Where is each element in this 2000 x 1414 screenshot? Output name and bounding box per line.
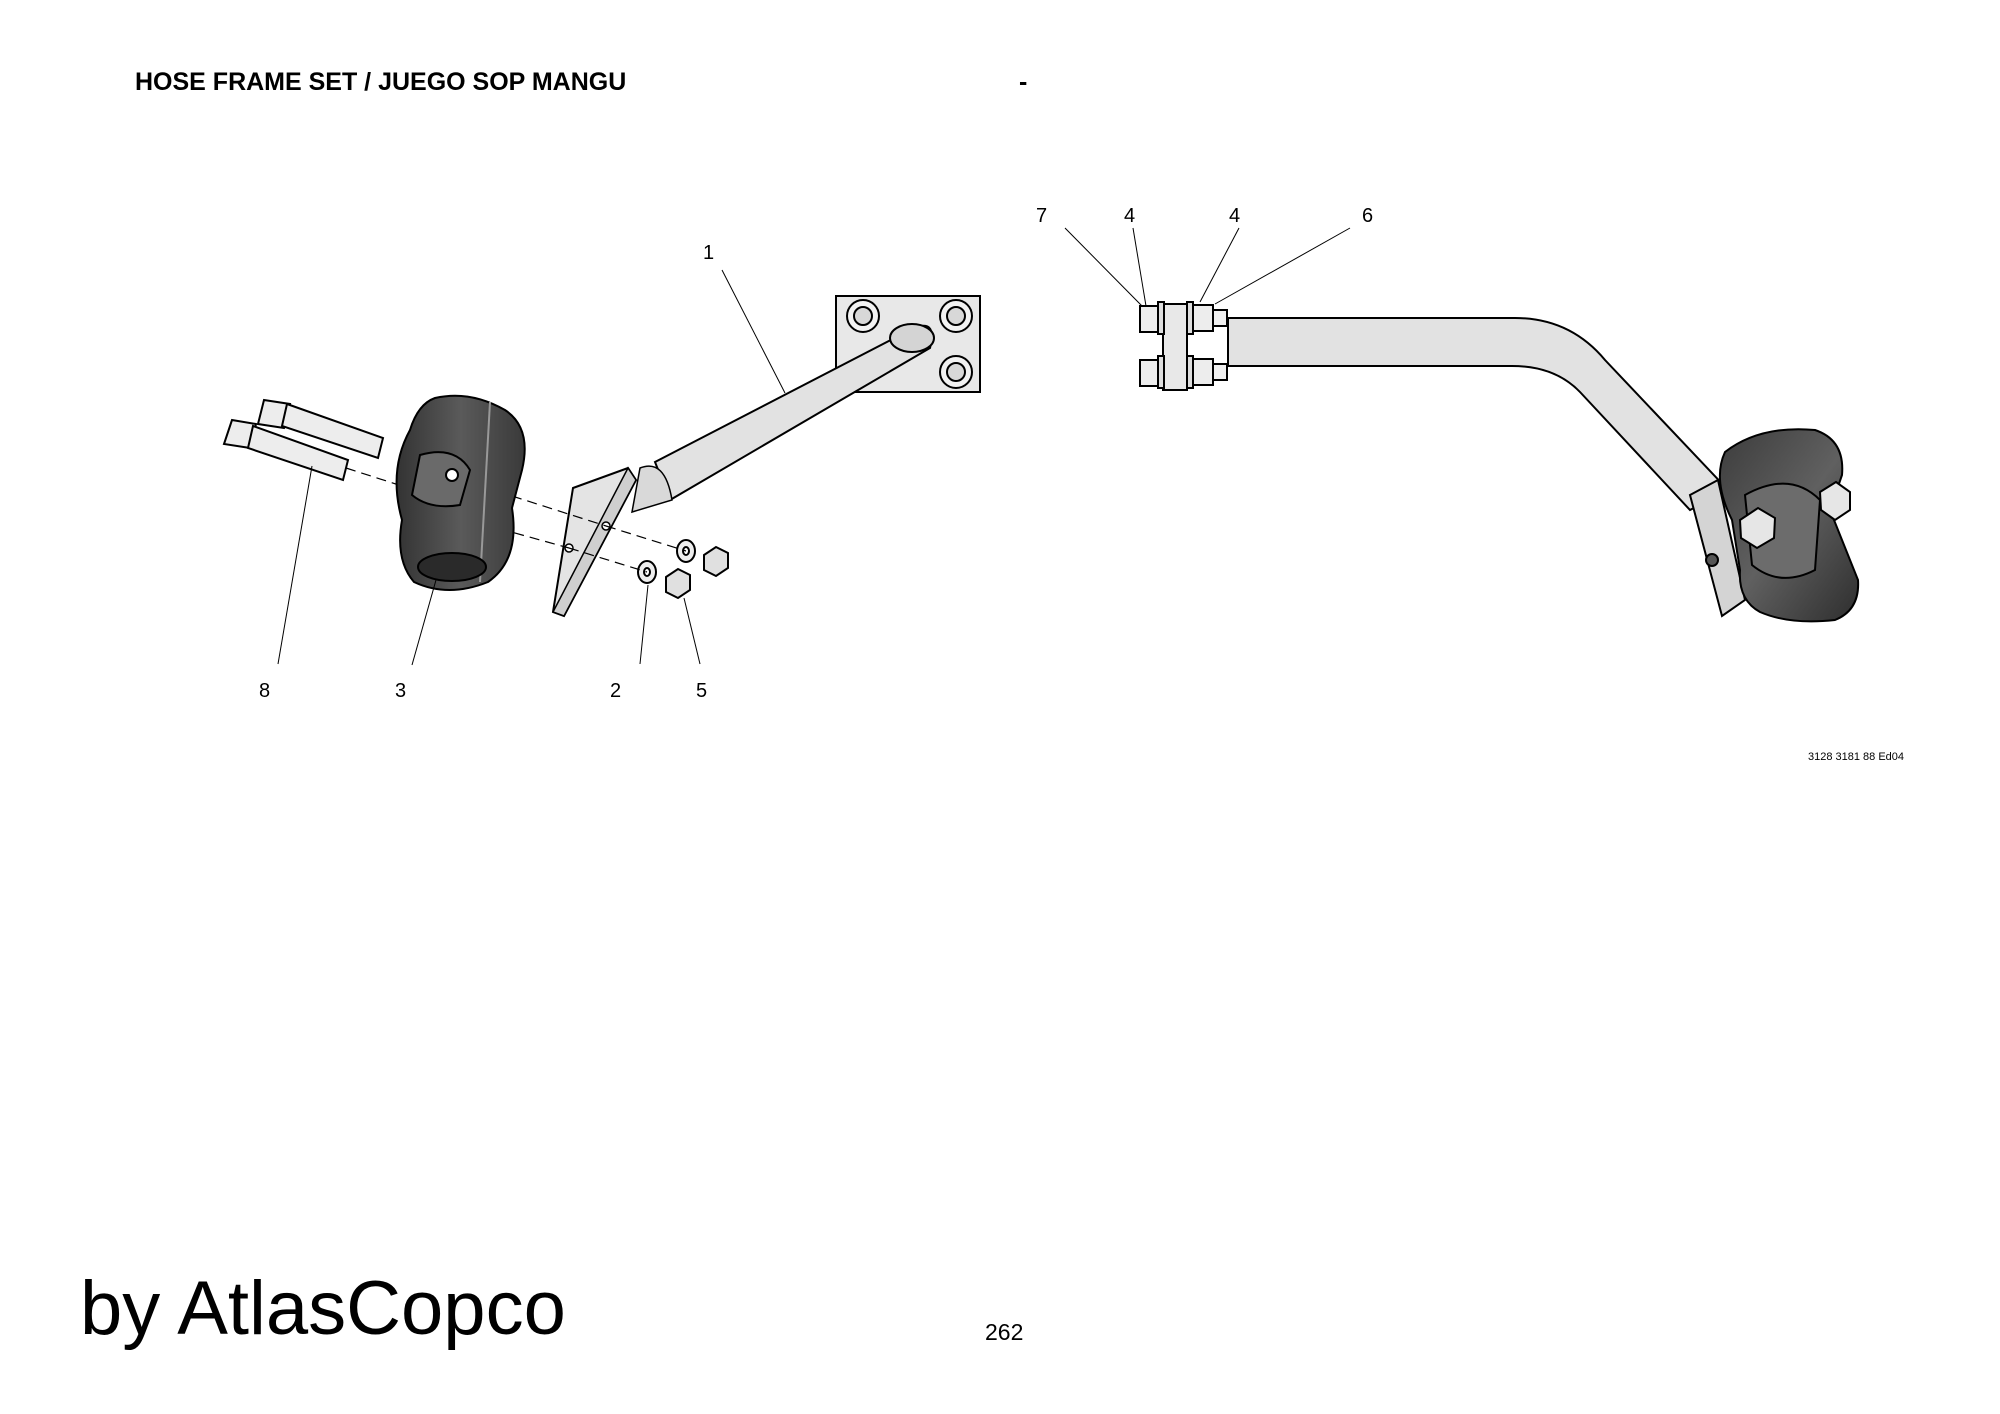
callout-4b: 4 (1229, 205, 1240, 227)
header-dash: - (1019, 68, 1028, 96)
nuts-part-5 (665, 545, 729, 600)
page-number: 262 (985, 1319, 1024, 1345)
drawing-reference-number: 3128 3181 88 Ed04 (1808, 751, 1905, 763)
tube-plate (551, 466, 638, 618)
callout-2: 2 (610, 680, 621, 702)
bolts-part-8 (222, 398, 385, 482)
callout-8: 8 (259, 680, 270, 702)
callout-1: 1 (703, 242, 714, 264)
clamp-part-3 (395, 394, 526, 591)
bent-tube (1227, 317, 1730, 512)
callout-7: 7 (1036, 205, 1047, 227)
page-title: HOSE FRAME SET / JUEGO SOP MANGU (135, 68, 627, 96)
leader-lines (277, 227, 1351, 666)
callout-6: 6 (1362, 205, 1373, 227)
callout-5: 5 (696, 680, 707, 702)
left-assembly (222, 295, 981, 618)
callout-labels: 1 2 3 4 4 5 6 7 8 (259, 205, 1373, 702)
tube-part-1 (631, 323, 935, 514)
brand-text: by AtlasCopco (80, 1266, 566, 1351)
assembled-clamp (1688, 428, 1860, 623)
flange-assembly (1139, 301, 1228, 391)
callout-4a: 4 (1124, 205, 1135, 227)
right-assembly (1139, 301, 1860, 623)
callout-3: 3 (395, 680, 406, 702)
